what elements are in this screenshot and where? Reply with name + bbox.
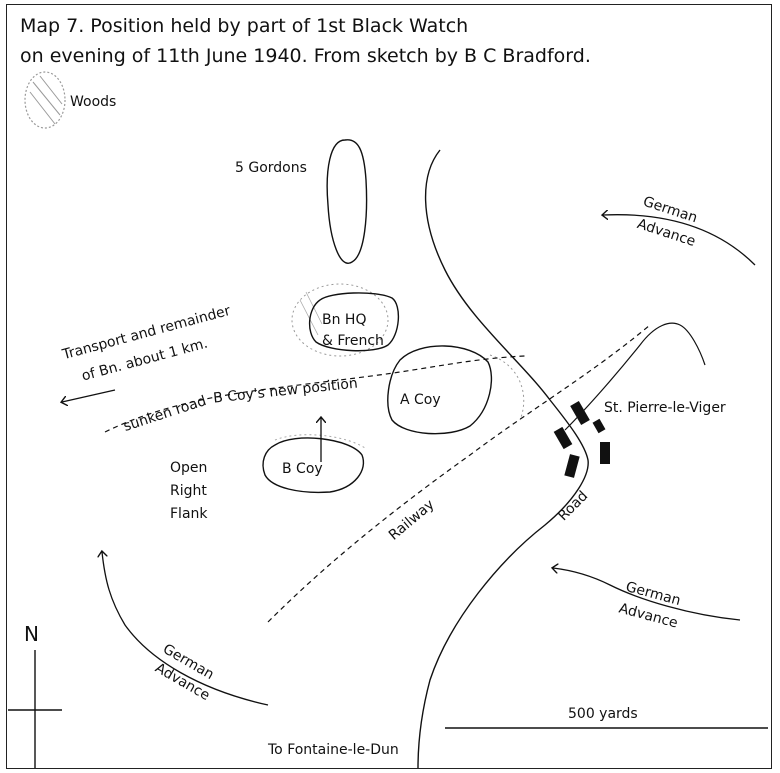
sunken-road-line <box>104 355 526 433</box>
b-coy-woods <box>274 434 366 449</box>
woods-legend-label: Woods <box>70 94 117 110</box>
st-pierre-label: St. Pierre-le-Viger <box>604 400 726 416</box>
map-border <box>6 4 772 769</box>
german-advance-ne-arrow <box>603 215 756 266</box>
bn-hq-woods <box>291 283 389 357</box>
five-gordons-label: 5 Gordons <box>235 160 307 176</box>
scale-label: 500 yards <box>568 706 638 722</box>
north-label: N <box>24 622 39 646</box>
open-flank-label-line1: Open <box>170 460 208 476</box>
five-gordons-position <box>326 139 368 264</box>
b-coy-position <box>262 437 365 494</box>
map-title-line1: Map 7. Position held by part of 1st Blac… <box>20 15 469 37</box>
open-flank-label-line2: Right <box>170 483 207 499</box>
road-branch-ne <box>564 322 706 431</box>
railway-line <box>267 324 651 623</box>
woods-legend-symbol <box>24 71 66 129</box>
map-title-line2: on evening of 11th June 1940. From sketc… <box>20 45 591 67</box>
b-coy-label: B Coy <box>282 461 323 477</box>
bn-hq-label: Bn HQ <box>322 312 367 328</box>
to-fontaine-label: To Fontaine-le-Dun <box>268 742 399 758</box>
a-coy-woods <box>489 354 525 421</box>
french-label: & French <box>322 333 384 349</box>
north-arrow <box>8 650 62 768</box>
transport-arrow <box>62 389 116 402</box>
st-pierre-buildings <box>553 400 610 478</box>
bn-hq-position <box>309 292 399 352</box>
a-coy-position <box>387 345 493 435</box>
a-coy-label: A Coy <box>400 392 441 408</box>
german-advance-sw-arrow <box>102 552 269 706</box>
road-line <box>417 149 589 769</box>
open-flank-label-line3: Flank <box>170 506 208 522</box>
german-advance-se-arrow <box>553 568 741 621</box>
